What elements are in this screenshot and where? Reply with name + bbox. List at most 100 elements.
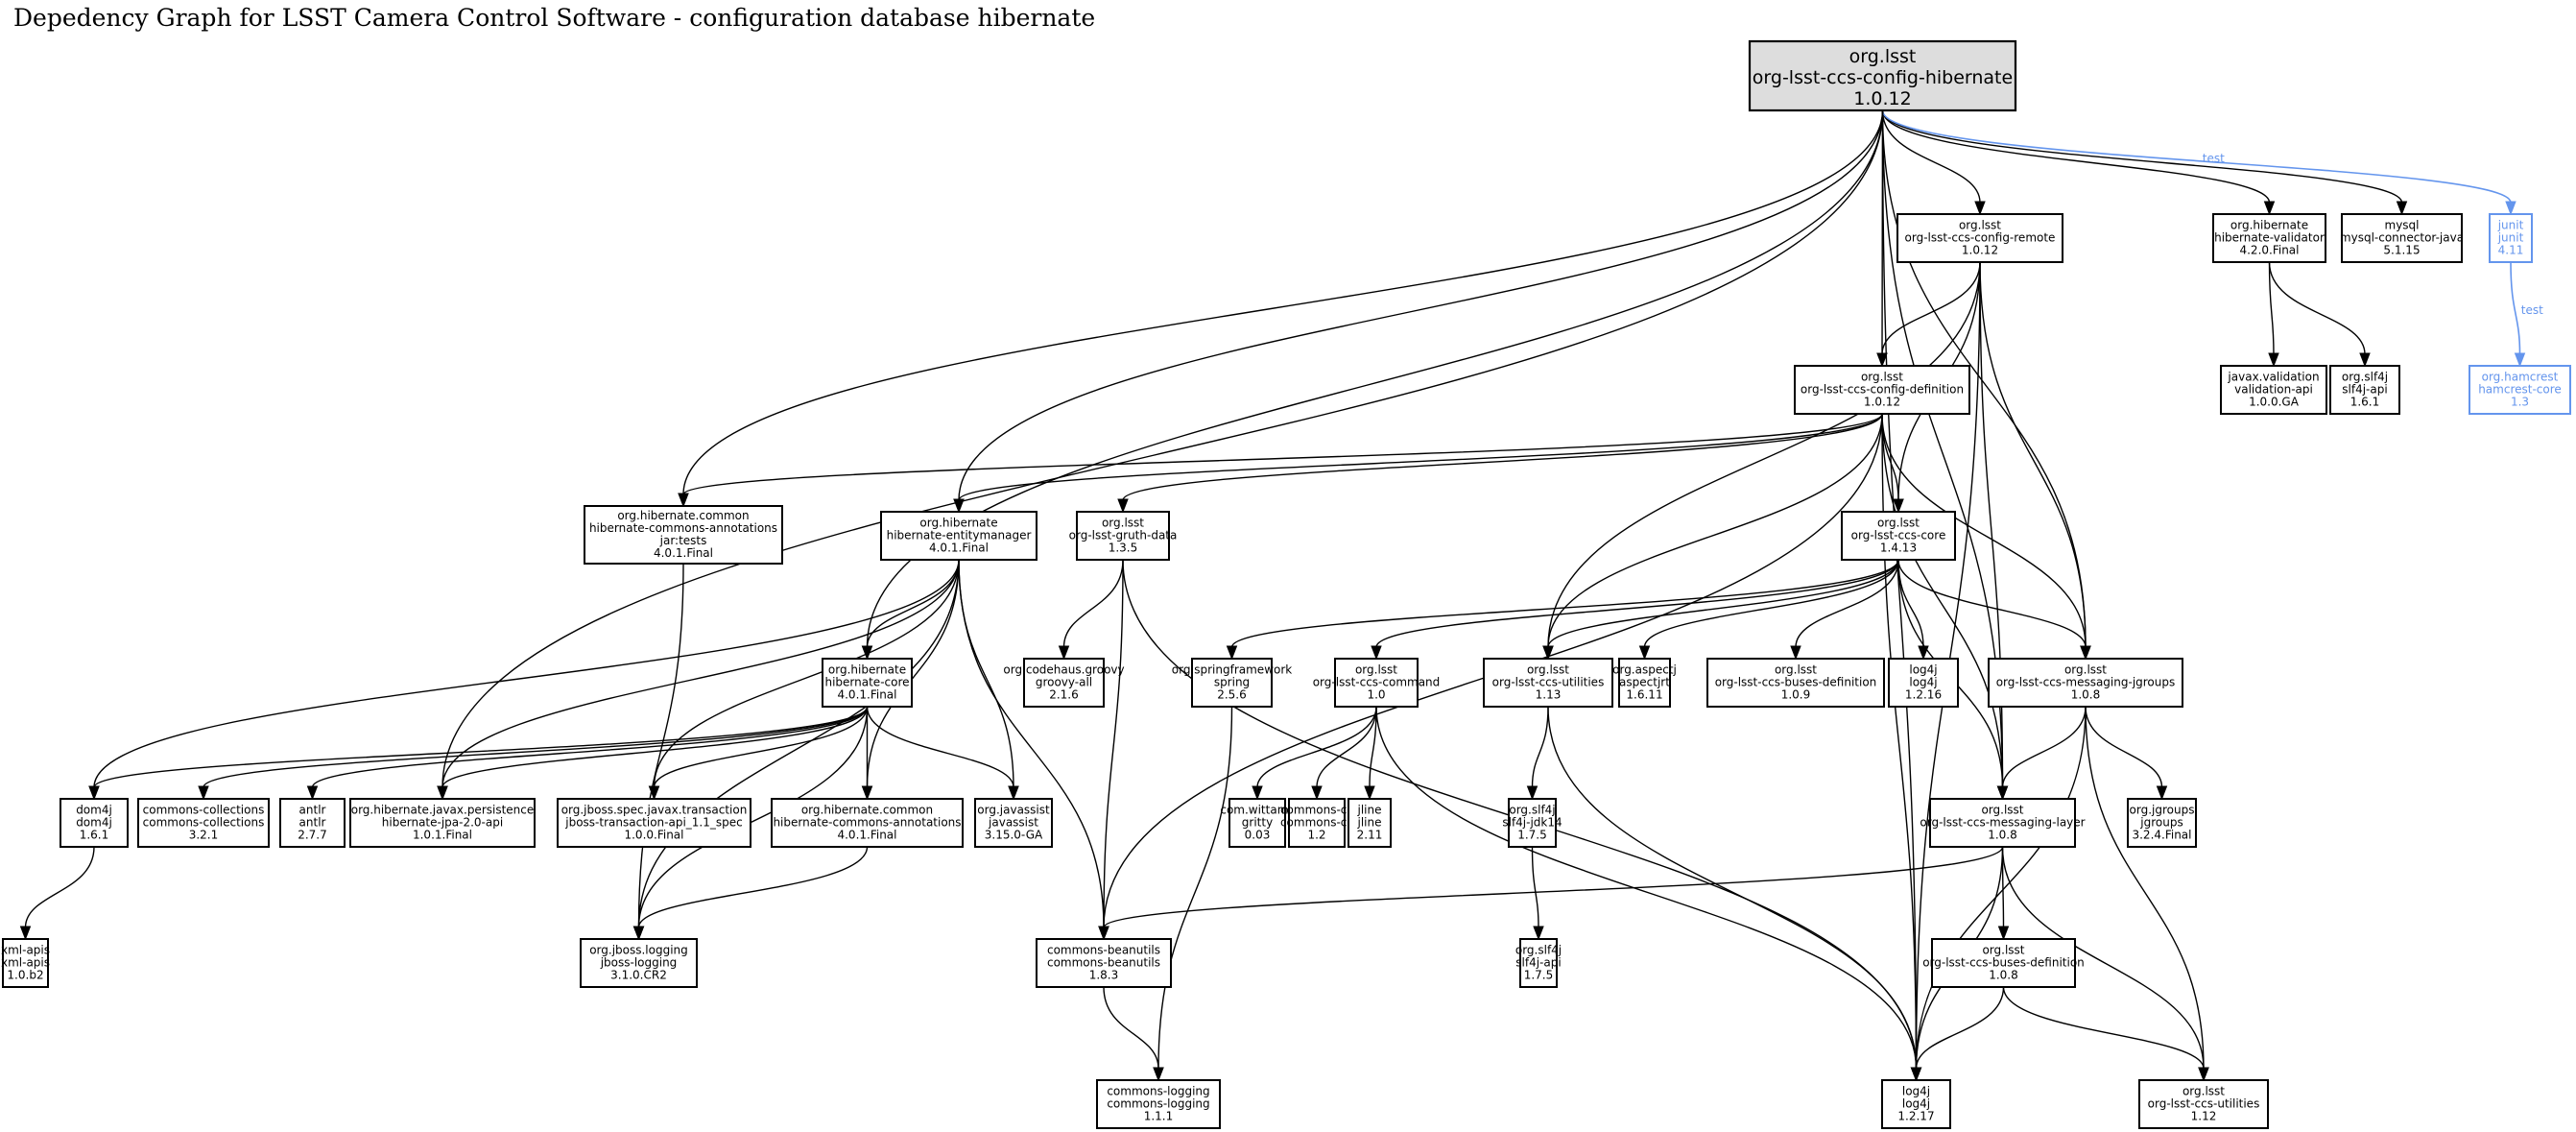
edge-label: test: [2521, 303, 2543, 317]
node-box: [2469, 365, 2571, 415]
node-hca-tests[interactable]: org.hibernate.commonhibernate-commons-an…: [584, 505, 783, 565]
node-commons-collections[interactable]: commons-collectionscommons-collections3.…: [137, 798, 270, 848]
edge-line: [1881, 109, 2087, 648]
node-hibernate-validator[interactable]: org.hibernatehibernate-validator4.2.0.Fi…: [2212, 213, 2326, 263]
version-label: 1.2.16: [1905, 688, 1942, 702]
arrowhead: [2268, 352, 2279, 368]
node-box: [2341, 213, 2463, 263]
version-label: 1.0.12: [1853, 88, 1911, 109]
node-box: [880, 511, 1038, 561]
node-box: [1888, 658, 1959, 708]
artifact-id-label: commons-beanutils: [1047, 956, 1160, 970]
group-id-label: commons-beanutils: [1047, 944, 1160, 957]
node-entitymanager[interactable]: org.hibernatehibernate-entitymanager4.0.…: [880, 511, 1038, 561]
node-box: [1748, 39, 2017, 112]
edge-line: [1547, 559, 1899, 648]
artifact-id-label: commons-logging: [1107, 1097, 1209, 1111]
edge-spring-to-commons-logging: [1153, 706, 1233, 1082]
arrowhead: [2396, 201, 2408, 216]
node-box: [279, 798, 346, 848]
edge-ccs-command-to-commons-cli: [1311, 706, 1377, 801]
edge-line: [2085, 706, 2163, 788]
node-config-definition[interactable]: org.lsstorg-lsst-ccs-config-definition1.…: [1794, 365, 1970, 415]
artifact-id-label: org-lsst-ccs-buses-definition: [1922, 956, 2085, 970]
edge-line: [93, 706, 869, 788]
node-jpa-api[interactable]: org.hibernate.javax.persistencehibernate…: [349, 798, 536, 848]
edge-dom4j-to-xml-apis: [19, 846, 95, 941]
group-id-label: commons-collections: [143, 804, 265, 817]
node-messaging-jgroups[interactable]: org.lsstorg-lsst-ccs-messaging-jgroups1.…: [1988, 658, 2183, 708]
edge-ccs-core-to-spring: [1226, 559, 1899, 661]
artifact-id-label: org-lsst-ccs-config-remote: [1905, 231, 2056, 245]
group-id-label: org.lsst: [1849, 46, 1917, 67]
node-hca[interactable]: org.hibernate.commonhibernate-commons-an…: [771, 798, 964, 848]
artifact-id-label: log4j: [1902, 1097, 1930, 1111]
arrowhead: [19, 926, 32, 941]
node-messaging-layer[interactable]: org.lsstorg-lsst-ccs-messaging-layer1.0.…: [1920, 798, 2086, 848]
arrowhead: [1997, 926, 2010, 941]
edge-root-to-config-remote: [1881, 109, 1986, 216]
version-label: 1.0.0.Final: [624, 829, 683, 842]
group-id-label: org.hamcrest: [2482, 371, 2559, 384]
edge-messaging-jgroups-to-jgroups: [2085, 706, 2168, 801]
version-label: 1.0.8: [2071, 688, 2101, 702]
edge-ccs-command-to-jline: [1364, 706, 1377, 801]
node-box: [1988, 658, 2183, 708]
edges-layer: test test: [19, 109, 2543, 1082]
version-label: 2.1.6: [1049, 688, 1079, 702]
edge-hibernate-core-to-jpa-api: [437, 706, 869, 801]
edge-root-to-junit: test: [1881, 109, 2516, 216]
node-jboss-transaction[interactable]: org.jboss.spec.javax.transactionjboss-tr…: [557, 798, 751, 848]
artifact-id-label: validation-api: [2234, 383, 2313, 397]
edge-line: [1230, 559, 1899, 648]
group-id-label: org.javassist: [977, 804, 1050, 817]
artifact-id-label: spring: [1214, 676, 1250, 689]
node-box: [1228, 798, 1286, 848]
edge-entitymanager-to-javassist: [958, 559, 1019, 801]
edge-line: [1897, 559, 2087, 648]
version-label: 4.11: [2498, 244, 2524, 257]
version-label: 1.0.8: [1988, 829, 2017, 842]
edge-hca-to-jboss-logging: [632, 846, 869, 941]
version-label: 4.2.0.Final: [2239, 244, 2299, 257]
node-buses-def-108[interactable]: org.lsstorg-lsst-ccs-buses-definition1.0…: [1922, 938, 2085, 988]
edge-line: [1062, 559, 1124, 648]
node-root[interactable]: org.lsstorg-lsst-ccs-config-hibernate1.0…: [1748, 39, 2017, 112]
edge-line: [441, 109, 1884, 788]
node-buses-def-109[interactable]: org.lsstorg-lsst-ccs-buses-definition1.0…: [1706, 658, 1885, 708]
artifact-id-label: groovy-all: [1036, 676, 1092, 689]
artifact-id-label: hibernate-core: [824, 676, 909, 689]
node-box: [822, 658, 913, 708]
